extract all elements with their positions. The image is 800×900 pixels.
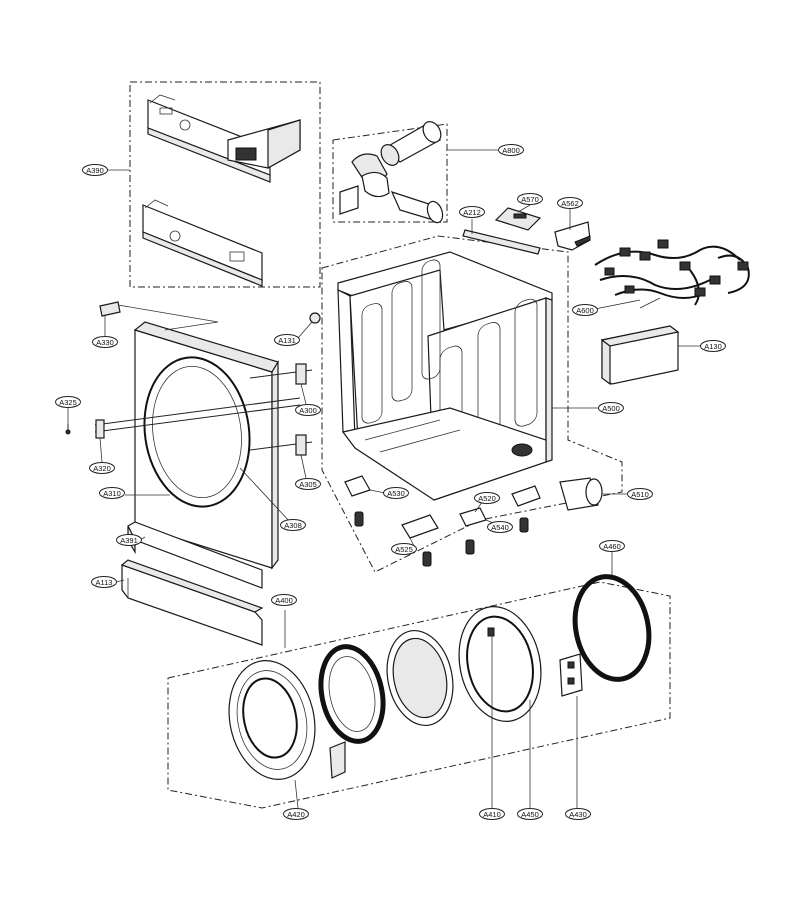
callout-a300: A300 (295, 404, 321, 416)
vent-tube (559, 477, 628, 511)
control-box (600, 325, 702, 386)
door-gasket (318, 644, 386, 744)
leader-lines (67, 204, 641, 583)
callout-label: A131 (278, 336, 296, 345)
leg-brackets (344, 475, 541, 549)
door-hinge (559, 653, 583, 808)
lower-bracket-assembly (142, 199, 263, 287)
callout-label: A130 (704, 342, 722, 351)
door-inner-frame (458, 606, 542, 808)
callout-label: A305 (299, 480, 317, 489)
callout-label: A510 (631, 490, 649, 499)
upper-bracket-assembly (147, 94, 301, 183)
callout-label: A300 (299, 406, 317, 415)
callout-label: A520 (478, 494, 496, 503)
callout-label: A450 (521, 810, 539, 819)
callout-label: A113 (96, 578, 113, 587)
callout-label: A530 (387, 489, 405, 498)
callout-a530: A530 (383, 487, 409, 499)
screw-part (65, 424, 71, 435)
callout-a131: A131 (274, 334, 300, 346)
callout-label: A525 (395, 545, 413, 554)
top-clip-small (99, 301, 219, 331)
callout-a130: A130 (700, 340, 726, 352)
callout-a212: A212 (459, 206, 485, 218)
top-rail (462, 229, 541, 255)
callout-label: A420 (287, 810, 305, 819)
callout-label: A310 (103, 489, 121, 498)
callout-label: A320 (93, 464, 111, 473)
callout-label: A308 (284, 521, 302, 530)
callout-a520: A520 (474, 492, 500, 504)
door-outer-frame (228, 660, 316, 809)
callout-a113: A113 (91, 576, 117, 588)
callout-a510: A510 (627, 488, 653, 500)
callout-a450: A450 (517, 808, 543, 820)
callout-a305: A305 (295, 478, 321, 490)
door-handle (329, 741, 346, 779)
callout-a410: A410 (479, 808, 505, 820)
callout-a330: A330 (92, 336, 118, 348)
top-bracket-small (494, 207, 542, 231)
callout-label: A400 (275, 596, 293, 605)
callout-label: A460 (603, 542, 621, 551)
callout-a540: A540 (487, 521, 513, 533)
callout-label: A330 (96, 338, 114, 347)
callout-a460: A460 (599, 540, 625, 552)
callout-a308: A308 (280, 519, 306, 531)
callout-a400: A400 (271, 594, 297, 606)
leveling-legs (354, 511, 529, 567)
callout-label: A600 (576, 306, 594, 315)
exhaust-duct-assembly (339, 121, 500, 224)
callout-a325: A325 (55, 396, 81, 408)
top-clip (554, 221, 591, 251)
callout-label: A390 (86, 166, 104, 175)
callout-a500: A500 (598, 402, 624, 414)
callout-a600: A600 (572, 304, 598, 316)
callout-label: A562 (561, 199, 579, 208)
callout-label: A800 (502, 146, 520, 155)
kick-plate (120, 559, 264, 646)
callout-label: A391 (120, 536, 138, 545)
callout-a562: A562 (557, 197, 583, 209)
callout-a320: A320 (89, 462, 115, 474)
knob-part (297, 312, 321, 339)
callout-a390: A390 (82, 164, 108, 176)
callout-label: A410 (483, 810, 501, 819)
callout-label: A212 (463, 208, 481, 217)
callout-label: A500 (602, 404, 620, 413)
callout-label: A570 (521, 195, 539, 204)
callout-a800: A800 (498, 144, 524, 156)
callout-a420: A420 (283, 808, 309, 820)
front-panel (94, 321, 313, 570)
callout-label: A430 (569, 810, 587, 819)
callout-label: A540 (491, 523, 509, 532)
callout-a570: A570 (517, 193, 543, 205)
callout-label: A325 (59, 398, 77, 407)
callout-a430: A430 (565, 808, 591, 820)
callout-a391: A391 (116, 534, 142, 546)
door-glass (386, 629, 454, 727)
wire-harness (594, 239, 750, 309)
cabinet-frame (337, 251, 600, 501)
callout-a310: A310 (99, 487, 125, 499)
callout-a525: A525 (391, 543, 417, 555)
door-gasket-outer (572, 552, 652, 682)
